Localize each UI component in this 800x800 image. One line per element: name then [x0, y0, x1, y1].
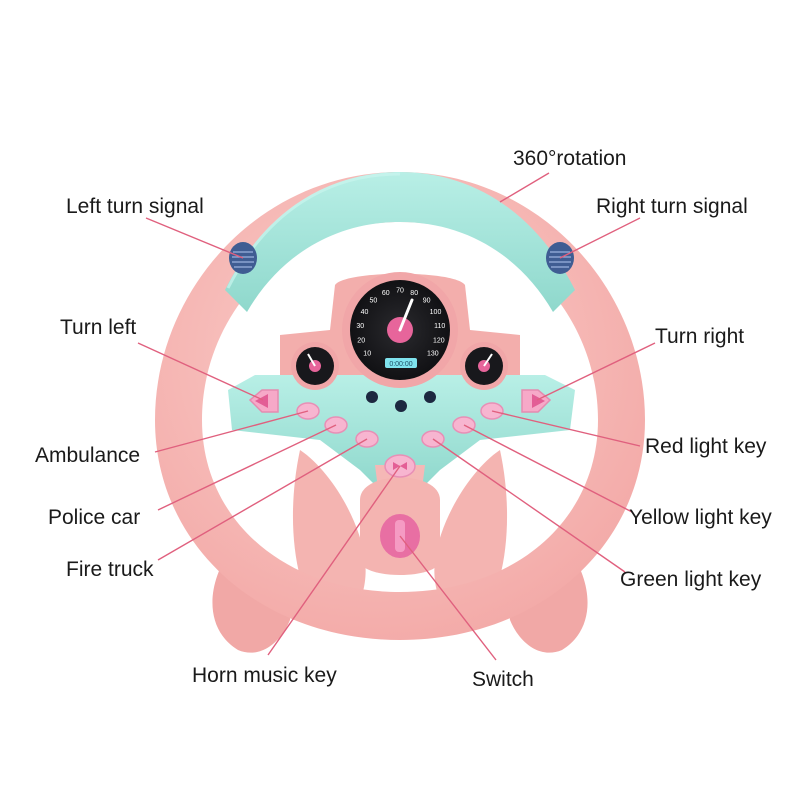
- speedometer-tick-label: 10: [363, 350, 371, 357]
- leader-police-car: [157, 424, 337, 511]
- speedometer-tick-label: 40: [361, 309, 369, 316]
- label-ambulance: Ambulance: [35, 444, 141, 467]
- leader-turn-left: [137, 342, 264, 401]
- leader-red-light: [491, 410, 641, 447]
- leader-ambulance: [154, 410, 309, 453]
- speedometer-tick-label: 130: [427, 350, 439, 357]
- label-right-turn-signal: Right turn signal: [596, 195, 748, 218]
- label-yellow-light-key: Yellow light key: [629, 506, 772, 529]
- left-gauge: [291, 342, 339, 390]
- turn-right-button[interactable]: [521, 389, 552, 413]
- indicator-lights: [366, 391, 436, 412]
- leader-rotation: [499, 172, 550, 203]
- speedometer-tick-label: 90: [423, 298, 431, 305]
- speedometer-tick-label: 120: [433, 337, 445, 344]
- leader-lines: [137, 172, 656, 661]
- speedometer-tick-label: 80: [410, 290, 418, 297]
- speedometer-tick-label: 50: [370, 298, 378, 305]
- speedometer-display-text: 0:00:00: [389, 361, 412, 368]
- speedometer-tick-label: 30: [356, 323, 364, 330]
- speedometer-tick-label: 100: [430, 309, 442, 316]
- label-green-light-key: Green light key: [620, 568, 762, 591]
- arrow-right-icon: [532, 394, 545, 408]
- speedometer-tick-label: 20: [357, 337, 365, 344]
- speedometer-display: [385, 358, 417, 368]
- label-360-rotation: 360°rotation: [513, 147, 627, 170]
- leader-yellow-light: [463, 424, 633, 513]
- turn-left-button[interactable]: [248, 389, 279, 413]
- arrow-left-icon: [255, 394, 268, 408]
- leader-left-turn-signal: [145, 217, 244, 259]
- label-left-turn-signal: Left turn signal: [66, 195, 204, 218]
- label-police-car: Police car: [48, 506, 141, 529]
- label-switch: Switch: [472, 668, 534, 691]
- leader-horn: [267, 465, 401, 656]
- label-red-light-key: Red light key: [645, 435, 767, 458]
- label-turn-left: Turn left: [60, 316, 137, 339]
- speedometer-tick-label: 110: [434, 323, 445, 330]
- leader-fire-truck: [157, 438, 368, 561]
- label-fire-truck: Fire truck: [66, 558, 154, 581]
- label-turn-right: Turn right: [655, 325, 745, 348]
- right-gauge: [460, 342, 508, 390]
- leader-turn-right: [536, 342, 656, 401]
- speedometer-tick-label: 60: [382, 290, 390, 297]
- leader-switch: [399, 535, 497, 661]
- leader-right-turn-signal: [559, 217, 641, 259]
- label-horn-music-key: Horn music key: [192, 664, 337, 687]
- leader-green-light: [432, 438, 626, 573]
- speedometer-tick-label: 70: [396, 288, 404, 295]
